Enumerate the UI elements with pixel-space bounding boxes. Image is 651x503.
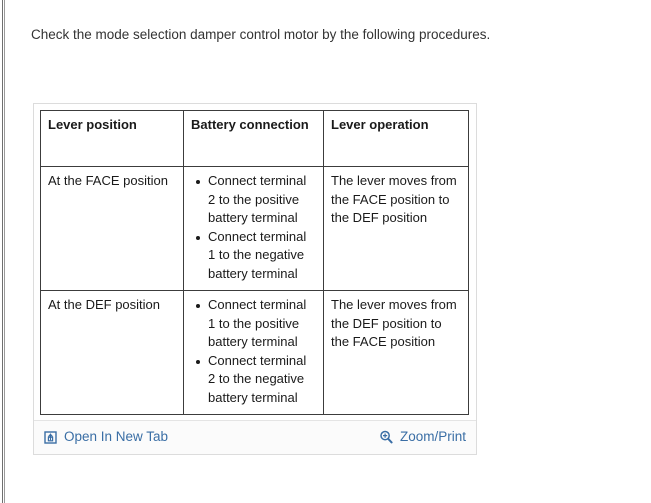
document-toolbar: Open In New Tab Zoom/Print: [34, 420, 476, 454]
open-in-new-window-icon: [44, 430, 57, 444]
table-header-row: Lever position Battery connection Lever …: [40, 110, 469, 167]
panel-left-edge-line: [2, 0, 3, 503]
panel-left-edge-line-secondary: [4, 0, 5, 503]
procedure-table: Lever position Battery connection Lever …: [40, 110, 469, 415]
zoom-print-button[interactable]: Zoom/Print: [379, 429, 466, 445]
table-container: Lever position Battery connection Lever …: [34, 104, 476, 420]
document-viewer-panel: Lever position Battery connection Lever …: [33, 103, 477, 455]
list-item: Connect terminal 2 to the negative batte…: [196, 352, 316, 408]
cell-battery-connection: Connect terminal 2 to the positive batte…: [183, 166, 324, 291]
cell-lever-operation: The lever moves from the DEF position to…: [323, 290, 469, 415]
bullet-list: Connect terminal 2 to the positive batte…: [191, 172, 316, 283]
column-header-lever-operation: Lever operation: [323, 110, 469, 167]
intro-paragraph: Check the mode selection damper control …: [31, 27, 491, 42]
table-row: At the DEF position Connect terminal 1 t…: [40, 290, 469, 415]
column-header-battery-connection: Battery connection: [183, 110, 324, 167]
open-in-new-tab-label: Open In New Tab: [64, 429, 169, 444]
cell-lever-position: At the DEF position: [40, 290, 184, 415]
magnifier-plus-icon: [379, 430, 393, 444]
bullet-list: Connect terminal 1 to the positive batte…: [191, 296, 316, 407]
cell-lever-position: At the FACE position: [40, 166, 184, 291]
cell-lever-operation: The lever moves from the FACE position t…: [323, 166, 469, 291]
list-item: Connect terminal 1 to the negative batte…: [196, 228, 316, 284]
table-row: At the FACE position Connect terminal 2 …: [40, 166, 469, 291]
cell-battery-connection: Connect terminal 1 to the positive batte…: [183, 290, 324, 415]
column-header-lever-position: Lever position: [40, 110, 184, 167]
open-in-new-tab-button[interactable]: Open In New Tab: [44, 429, 168, 445]
list-item: Connect terminal 1 to the positive batte…: [196, 296, 316, 352]
list-item: Connect terminal 2 to the positive batte…: [196, 172, 316, 228]
zoom-print-label: Zoom/Print: [399, 429, 466, 444]
